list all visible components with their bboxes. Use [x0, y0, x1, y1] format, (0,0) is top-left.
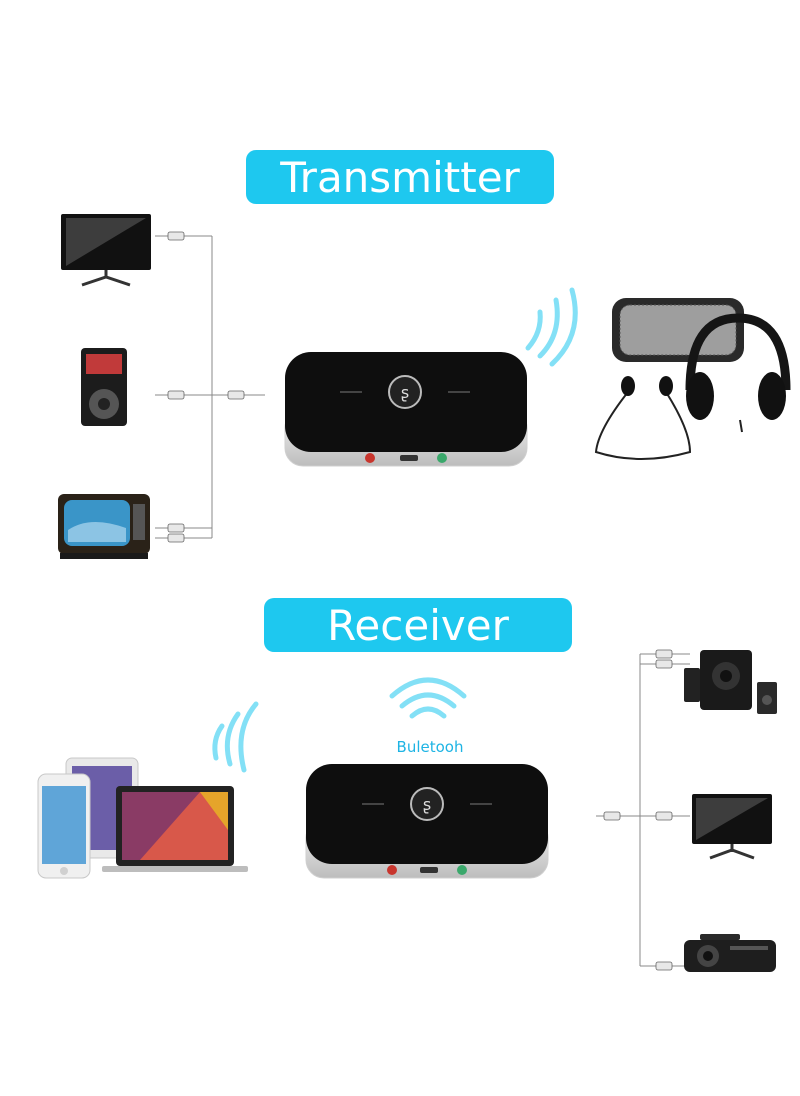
subwoofer-icon — [684, 650, 777, 714]
smartphone-icon — [37, 773, 91, 879]
receiver-title: Receiver — [327, 600, 509, 650]
receiver-banner: Receiver — [264, 598, 572, 652]
bluetooth-adapter-icon: ʂ — [305, 764, 549, 879]
transmitter-cables — [155, 235, 265, 539]
transmitter-title: Transmitter — [280, 152, 520, 202]
bluetooth-adapter-icon: ʂ — [284, 352, 528, 467]
wireless-wave-icon — [212, 701, 259, 773]
bluetooth-label: Buletooh — [396, 738, 464, 756]
receiver-plugs — [603, 649, 673, 971]
earphones-icon — [594, 376, 692, 460]
svg-text:ʂ: ʂ — [423, 795, 431, 814]
projector-icon — [684, 934, 776, 972]
tv-icon — [61, 214, 151, 287]
wireless-wave-icon — [389, 677, 467, 719]
receiver-cables — [596, 653, 690, 967]
wireless-wave-icon — [525, 287, 578, 367]
transmitter-plugs — [167, 231, 245, 543]
svg-text:ʂ: ʂ — [401, 383, 409, 402]
headphones-icon — [685, 313, 791, 433]
transmitter-banner: Transmitter — [246, 150, 554, 204]
crt-tv-icon — [58, 494, 150, 559]
speaker-icon — [612, 298, 744, 362]
media-player-icon — [81, 348, 127, 426]
laptop-icon — [102, 786, 248, 872]
monitor-icon — [692, 794, 772, 860]
